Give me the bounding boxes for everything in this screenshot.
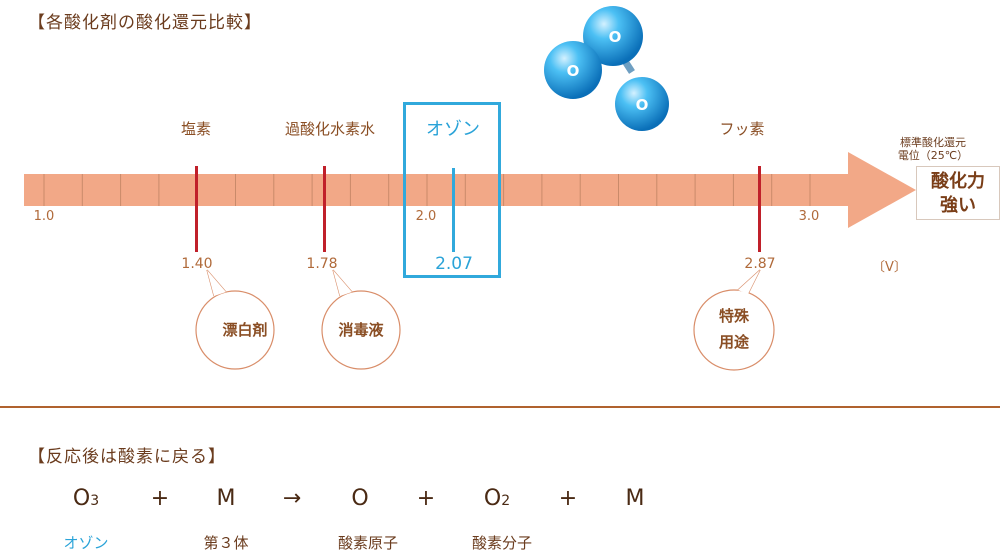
eq-ozone: O3	[73, 486, 99, 511]
value-chlorine: 1.40	[181, 256, 213, 272]
bubble-chlorine	[195, 269, 275, 370]
eq-third-body-2: M	[625, 486, 645, 511]
eq-plus-2: +	[416, 486, 436, 511]
label-ozone: オゾン	[426, 119, 480, 140]
eq-label-oxygen-molecule: 酸素分子	[471, 534, 533, 552]
bubble-fluorine	[693, 269, 775, 371]
eq-oxygen-molecule: O2	[484, 486, 510, 511]
label-fluorine: フッ素	[719, 120, 765, 138]
marker-hydrogen-peroxide	[323, 166, 326, 252]
eq-ozone-subscript: 3	[90, 493, 100, 509]
marker-fluorine	[758, 166, 761, 252]
tick-label-2: 2.0	[415, 209, 437, 224]
oxygen-atom	[583, 6, 643, 66]
label-hydrogen-peroxide: 過酸化水素水	[284, 120, 376, 138]
eq-ozone-symbol: O	[72, 486, 91, 511]
ozone-highlight-box	[403, 102, 501, 278]
use-hydrogen-peroxide: 消毒液	[338, 321, 384, 339]
strong-line1: 酸化力	[931, 171, 985, 192]
label-chlorine: 塩素	[180, 120, 212, 138]
marker-chlorine	[195, 166, 198, 252]
arrow-ticks	[43, 174, 811, 206]
value-ozone: 2.07	[435, 254, 473, 274]
eq-oxygen-atom: O	[351, 486, 369, 511]
arrow-shape	[24, 152, 916, 228]
bubble-hydrogen-peroxide	[321, 269, 401, 370]
eq-oxygen-molecule-symbol: O	[483, 486, 502, 511]
eq-third-body: M	[216, 486, 236, 511]
oxygen-atom	[615, 77, 669, 131]
tick-label-3: 3.0	[798, 209, 820, 224]
use-fluorine: 特殊 用途	[699, 303, 769, 355]
tick-label-1: 1.0	[33, 209, 55, 224]
eq-arrow: →	[282, 486, 302, 511]
eq-label-third-body: 第３体	[203, 534, 249, 552]
value-hydrogen-peroxide: 1.78	[306, 256, 338, 272]
eq-plus-1: +	[150, 486, 170, 511]
unit-label: 〔V〕	[872, 260, 907, 275]
ozone-molecule-icon: O O O	[544, 6, 669, 131]
eq-plus-3: +	[558, 486, 578, 511]
use-fluorine-line1: 特殊	[718, 307, 749, 325]
reaction-title: 【反応後は酸素に戻る】	[28, 447, 226, 467]
axis-caption-line2: 電位（25℃）	[897, 149, 969, 162]
use-chlorine: 漂白剤	[222, 321, 268, 339]
strong-oxidizing-box: 酸化力 強い	[916, 166, 1000, 220]
axis-caption-line1: 標準酸化還元	[900, 136, 966, 149]
atom-label: O	[609, 28, 622, 46]
value-fluorine: 2.87	[744, 256, 776, 272]
use-fluorine-line2: 用途	[718, 333, 749, 351]
potential-scale-arrow	[24, 152, 916, 228]
oxygen-atom	[544, 41, 602, 99]
eq-label-oxygen-atom: 酸素原子	[337, 534, 399, 552]
eq-label-ozone: オゾン	[63, 534, 109, 552]
atom-label: O	[636, 96, 649, 114]
marker-ozone	[452, 168, 455, 252]
axis-caption: 標準酸化還元 電位（25℃）	[888, 136, 978, 162]
eq-oxygen-molecule-subscript: 2	[501, 493, 511, 509]
diagram-title: 【各酸化剤の酸化還元比較】	[28, 13, 262, 33]
section-divider	[0, 406, 1000, 408]
strong-line2: 強い	[940, 195, 976, 216]
atom-label: O	[567, 62, 580, 80]
